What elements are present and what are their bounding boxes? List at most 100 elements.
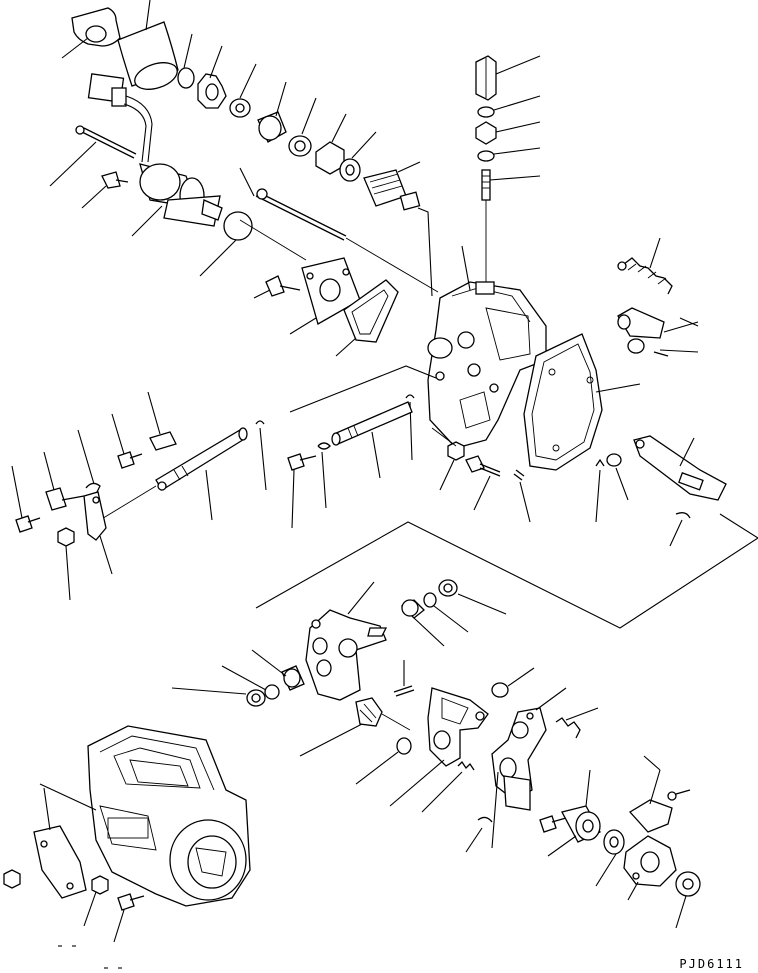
bolt-part [117, 893, 145, 911]
leader-line [221, 665, 267, 691]
governor-lever-part [305, 609, 388, 701]
gasket-part [343, 279, 399, 343]
leader-line [355, 751, 399, 785]
leader-line [239, 167, 255, 197]
pin-part [595, 458, 605, 467]
spring-part [617, 257, 673, 295]
control-rod-part [255, 188, 347, 241]
leader-line [147, 391, 161, 435]
leader-line [253, 289, 271, 299]
leader-line [585, 769, 591, 807]
pin-part [513, 469, 525, 481]
reference-line [255, 513, 758, 629]
pin-part [393, 685, 415, 697]
leader-line [495, 55, 541, 75]
spring-adapter-part [355, 697, 383, 727]
connector-part [87, 73, 153, 163]
hex-spacer-part [475, 55, 497, 101]
washer-part [246, 689, 266, 707]
leader-line [535, 687, 567, 711]
stop-lever-part [491, 707, 547, 811]
leader-line [131, 205, 163, 237]
bolt-part [465, 455, 501, 477]
nut-part [91, 875, 109, 895]
leader-line [209, 45, 223, 79]
leader-line [111, 413, 125, 455]
leader-line [669, 519, 683, 547]
leader-line [675, 895, 687, 929]
lever-bracket-part [427, 687, 489, 767]
leader-line [347, 581, 375, 615]
bolt-part [287, 453, 317, 471]
pin-part [653, 351, 669, 357]
leader-line [289, 317, 317, 335]
leader-line [615, 467, 629, 501]
sleeve-part [117, 21, 179, 90]
bracket-part [628, 789, 691, 833]
stop-solenoid-part [139, 163, 223, 227]
pin-part [405, 394, 415, 399]
leader-line [99, 535, 113, 575]
leader-line [351, 131, 377, 159]
cap-part [71, 7, 121, 47]
bolt-part [15, 515, 41, 533]
leader-line [627, 881, 639, 901]
leader-line [679, 437, 695, 467]
leader-line [83, 891, 97, 927]
lever-shaft-part [617, 307, 665, 339]
leader-line [389, 759, 445, 807]
centre-line [99, 485, 157, 521]
gasket-part [223, 211, 253, 241]
bushing-part [561, 805, 601, 843]
washer-part [396, 737, 412, 755]
bushing-part [400, 599, 425, 619]
leader-line [145, 0, 151, 31]
leader-line [371, 431, 381, 479]
leader-line [595, 469, 601, 523]
nut-part [447, 441, 465, 461]
bolt-part [265, 275, 301, 297]
leader-line [199, 239, 237, 277]
throttle-lever-part [83, 491, 107, 541]
leader-line [65, 545, 71, 601]
snap-ring-part [317, 442, 331, 450]
washer-part [229, 98, 251, 118]
leader-line [489, 175, 541, 181]
leader-line [649, 769, 661, 805]
clip-part [675, 512, 691, 519]
leader-line [565, 707, 599, 721]
leader-line [291, 469, 295, 529]
leader-line [433, 605, 469, 633]
bolt-part [117, 451, 143, 469]
leader-line [251, 649, 287, 677]
washer-part [264, 684, 280, 700]
leader-line [81, 185, 107, 209]
o-ring-part [177, 67, 195, 89]
centre-line [381, 713, 411, 731]
washer-part [423, 592, 437, 608]
nut-part [57, 527, 75, 547]
leader-line [457, 593, 507, 615]
pin-part [255, 420, 265, 425]
cam-plate-part [623, 835, 677, 887]
washer-part [438, 579, 458, 597]
leader-line [493, 147, 541, 155]
leader-line [275, 81, 287, 117]
leader-line [413, 617, 445, 647]
drawing-code: PJD6111 [679, 957, 744, 971]
stud-screw-part [481, 169, 491, 201]
washer-part [603, 829, 625, 855]
spring-part [457, 760, 475, 771]
side-cover-part [33, 825, 87, 899]
leader-line [259, 427, 267, 491]
leader-line [507, 667, 535, 687]
leader-line [77, 429, 95, 485]
leader-line [465, 827, 483, 853]
leader-line [519, 481, 531, 523]
adjusting-screw-part [363, 169, 421, 211]
leader-line [43, 787, 51, 831]
throttle-shaft-part [155, 427, 248, 491]
cover-plate-part [301, 257, 361, 325]
washer-part [675, 871, 701, 897]
leader-line [493, 95, 541, 111]
